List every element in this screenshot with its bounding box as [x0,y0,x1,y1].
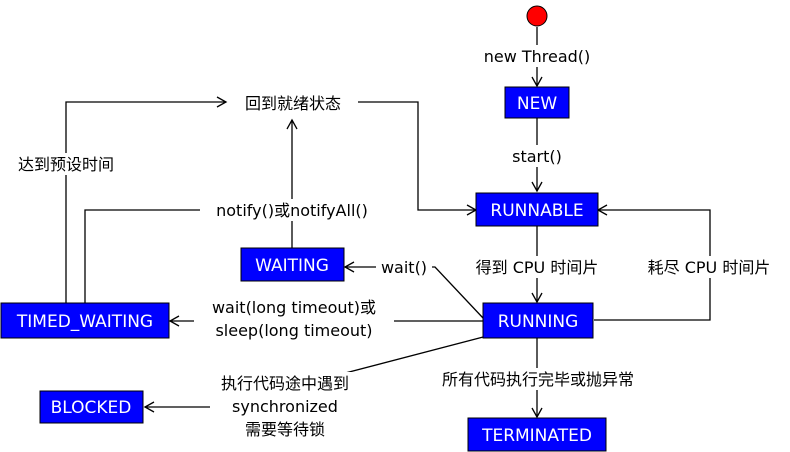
label-start: start() [505,145,569,167]
edge-ready-to-runnable [358,101,478,216]
label-wait: wait() [376,256,432,278]
label-timeout-reached: 达到预设时间 [6,153,126,175]
svg-text:notify()或notifyAll(): notify()或notifyAll() [216,201,368,220]
svg-text:RUNNING: RUNNING [498,312,579,332]
svg-text:wait(): wait() [381,258,427,277]
state-running: RUNNING [482,302,594,339]
svg-text:执行代码途中遇到: 执行代码途中遇到 [221,374,349,393]
svg-text:得到 CPU 时间片: 得到 CPU 时间片 [476,258,599,277]
label-cpu-exhausted: 耗尽 CPU 时间片 [632,256,786,278]
label-new-thread: new Thread() [476,45,598,67]
label-all-done: 所有代码执行完毕或抛异常 [424,368,652,390]
svg-text:start(): start() [512,147,562,166]
svg-text:需要等待锁: 需要等待锁 [245,420,325,439]
svg-text:所有代码执行完毕或抛异常: 所有代码执行完毕或抛异常 [442,370,634,389]
svg-text:TERMINATED: TERMINATED [481,426,592,446]
svg-text:new Thread(): new Thread() [484,47,591,66]
state-blocked: BLOCKED [39,390,144,424]
svg-text:BLOCKED: BLOCKED [51,398,132,418]
svg-text:达到预设时间: 达到预设时间 [18,155,114,174]
svg-text:耗尽 CPU 时间片: 耗尽 CPU 时间片 [648,258,771,277]
svg-text:RUNNABLE: RUNNABLE [490,201,583,221]
start-node [526,5,548,27]
state-terminated: TERMINATED [467,417,607,452]
label-get-cpu: 得到 CPU 时间片 [462,256,612,278]
label-synchronized: 执行代码途中遇到 synchronized 需要等待锁 [210,372,360,440]
svg-text:wait(long timeout)或: wait(long timeout)或 [212,298,376,317]
svg-text:WAITING: WAITING [255,256,329,276]
label-return-ready: 回到就绪状态 [232,92,354,114]
svg-text:sleep(long timeout): sleep(long timeout) [215,321,372,340]
edge-timed-waiting-to-ready [65,96,228,303]
state-runnable: RUNNABLE [475,192,599,227]
svg-text:回到就绪状态: 回到就绪状态 [245,94,341,113]
state-timed-waiting: TIMED_WAITING [0,302,170,339]
edge-running-to-waiting [343,261,484,319]
state-waiting: WAITING [240,247,345,282]
svg-text:TIMED_WAITING: TIMED_WAITING [16,312,153,332]
svg-text:NEW: NEW [517,94,557,114]
state-new: NEW [504,86,570,119]
label-notify: notify()或notifyAll() [200,199,384,221]
label-timed-wait: wait(long timeout)或 sleep(long timeout) [194,296,394,342]
svg-text:synchronized: synchronized [232,397,338,416]
